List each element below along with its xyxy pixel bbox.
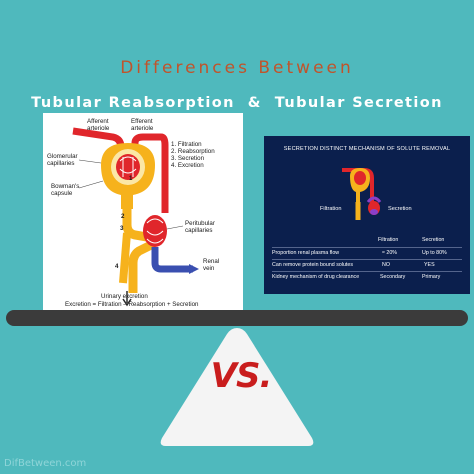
glomerulus [116, 154, 140, 180]
nephron-illustration [72, 127, 199, 307]
filtration-label: Filtration [320, 206, 342, 212]
mini-nephron [342, 168, 382, 220]
step-number-4: 4 [115, 263, 119, 270]
row-filtration-value: Secondary [380, 274, 406, 280]
step-filtration: 1. Filtration [171, 141, 202, 148]
efferent-vessel [131, 133, 169, 213]
renal-vein-label: Renal vein [203, 258, 220, 272]
nephron-diagram: Afferent arteriole Efferent arteriole 1.… [43, 113, 243, 313]
row-filtration-value: NO [382, 262, 390, 268]
secretion-label: Secretion [388, 206, 412, 212]
row-filtration-value: ≈ 20% [382, 250, 397, 256]
step-number-2: 2 [121, 213, 125, 220]
excretion-equation: Excretion = Filtration – Reabsorption + … [65, 301, 199, 308]
balance-beam [6, 310, 468, 326]
row-label: Kidney mechanism of drug clearance [272, 274, 360, 280]
vs-label: VS. [210, 356, 273, 396]
peritubular-capillaries [143, 215, 167, 247]
bowmans-label: Bowman's capsule [51, 183, 80, 197]
step-excretion: 4. Excretion [171, 162, 204, 169]
col-header-filtration: Filtration [378, 237, 399, 243]
row-label: Can remove protein bound solutes [272, 262, 353, 268]
col-header-secretion: Secretion [422, 237, 445, 243]
step-number-3: 3 [120, 225, 124, 232]
efferent-label: Efferent arteriole [131, 118, 154, 132]
header-subtitle: Tubular Reabsorption & Tubular Secretion [31, 95, 443, 111]
step-number-1: 1 [129, 175, 133, 182]
watermark: DifBetween.com [4, 458, 87, 469]
secretion-panel: SECRETION DISTINCT MECHANISM OF SOLUTE R… [264, 136, 470, 294]
header-title: Differences Between [120, 58, 354, 78]
step-list: 1. Filtration 2. Reabsorption 3. Secreti… [171, 141, 215, 169]
row-label: Proportion renal plasma flow [272, 250, 340, 256]
peritubular-label: Peritubular capillaries [185, 220, 215, 234]
panel-title: SECRETION DISTINCT MECHANISM OF SOLUTE R… [283, 146, 451, 152]
row-secretion-value: YES [424, 262, 435, 268]
renal-vein-vessel [151, 247, 193, 273]
step-reabsorption: 2. Reabsorption [171, 148, 215, 155]
row-secretion-value: Up to 80% [422, 250, 447, 256]
urinary-label: Urinary excretion [101, 293, 148, 300]
step-secretion: 3. Secretion [171, 155, 205, 162]
glomerular-label: Glomerular capillaries [47, 153, 78, 167]
afferent-label: Afferent arteriole [87, 118, 110, 132]
row-secretion-value: Primary [422, 274, 441, 280]
